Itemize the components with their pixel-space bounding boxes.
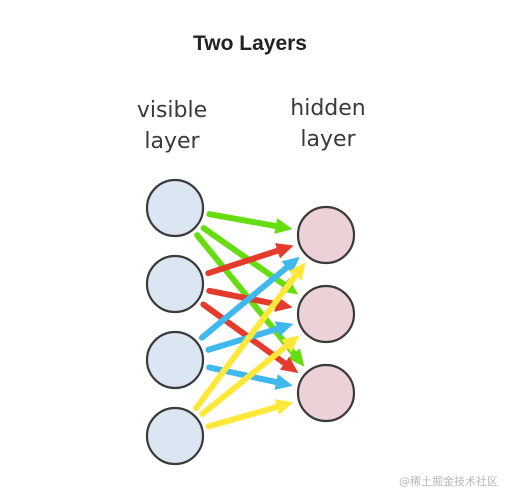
connection-arrow-6 <box>200 301 299 374</box>
connection-arrow-8 <box>205 321 294 353</box>
hidden-unit-2 <box>296 284 356 344</box>
hidden-layer-label-line2: layer <box>300 127 356 152</box>
connection-arrow-9 <box>206 364 293 390</box>
visible-unit-3 <box>145 330 205 390</box>
hidden-layer-label-line1: hidden <box>290 96 366 121</box>
connection-arrow-11 <box>199 335 300 418</box>
visible-unit-1 <box>145 178 205 238</box>
connection-arrow-4 <box>205 243 294 277</box>
hidden-unit-3 <box>296 363 356 423</box>
connection-arrow-10 <box>193 262 306 412</box>
diagram-title: Two Layers <box>193 32 307 55</box>
connection-arrow-12 <box>205 399 294 430</box>
connection-arrow-1 <box>206 211 293 234</box>
visible-layer-label: visible layer <box>112 95 232 157</box>
visible-unit-4 <box>145 406 205 466</box>
visible-layer-label-line1: visible <box>136 98 208 123</box>
hidden-layer-label: hidden layer <box>268 93 388 155</box>
visible-unit-2 <box>145 254 205 314</box>
connection-arrow-7 <box>198 256 300 341</box>
visible-layer-label-line2: layer <box>144 129 200 154</box>
connection-arrow-3 <box>194 232 305 367</box>
hidden-unit-1 <box>296 205 356 265</box>
watermark: @稀土掘金技术社区 <box>399 475 498 488</box>
